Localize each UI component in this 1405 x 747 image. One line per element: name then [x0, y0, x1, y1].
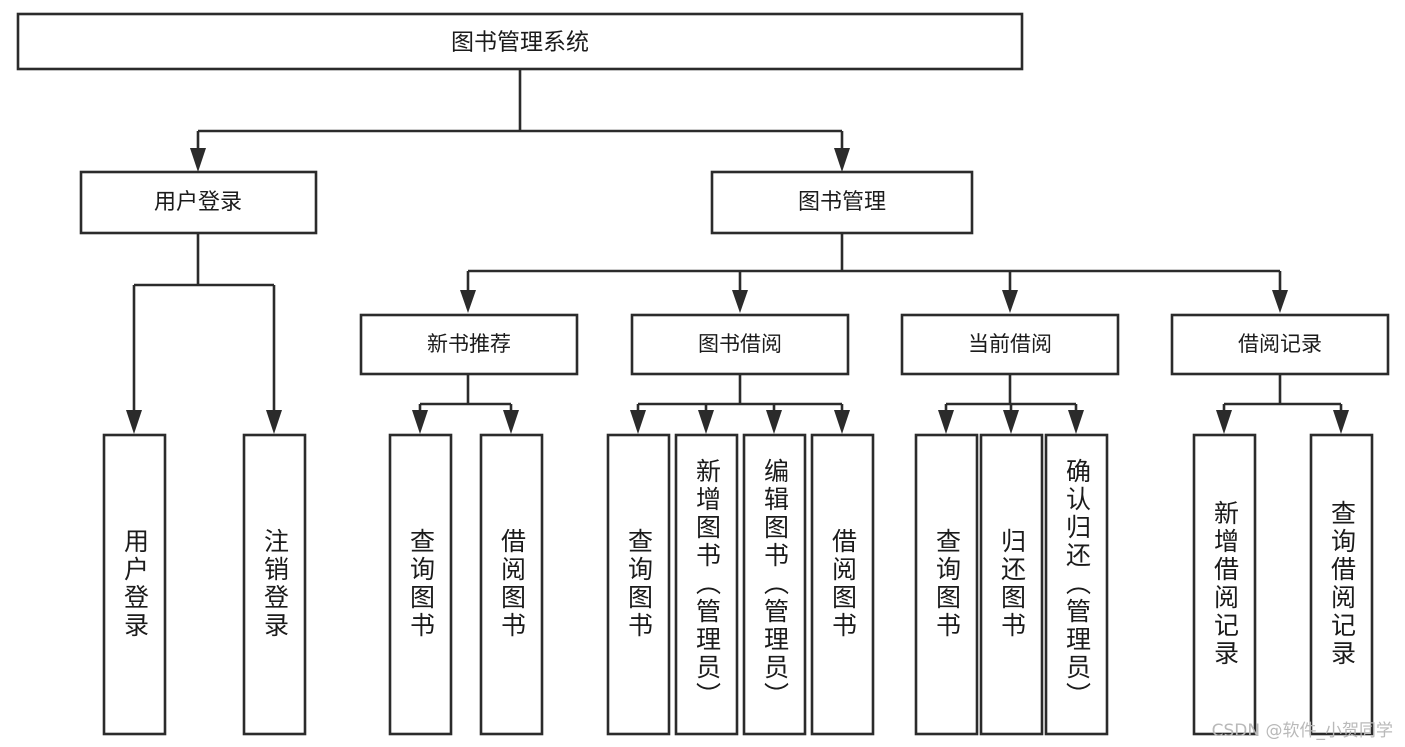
node-user-login-box[interactable]	[79, 170, 318, 235]
node-user-login[interactable]: 用户登录	[79, 170, 318, 235]
leaf-query-record-box[interactable]	[1309, 433, 1374, 736]
leaf-confirm-return[interactable]: 确认归还（管理员）	[1044, 433, 1109, 736]
arrow-head-confirm-return	[1068, 410, 1084, 434]
leaf-edit-book-label: 编辑图书（管理员）	[761, 458, 790, 710]
leaf-borrow-book-1[interactable]: 借阅图书	[479, 433, 544, 736]
leaf-query-book-2-box[interactable]	[606, 433, 671, 736]
node-book-manage-label: 图书管理	[798, 190, 886, 215]
arrow-head-current-borrow	[1002, 290, 1018, 313]
leaf-query-book-1-box[interactable]	[388, 433, 453, 736]
leaf-borrow-book-2-box[interactable]	[810, 433, 875, 736]
leaf-query-book-3-box[interactable]	[914, 433, 979, 736]
arrow-head-add-book	[698, 410, 714, 434]
leaf-query-book-1[interactable]: 查询图书	[388, 433, 453, 736]
leaf-edit-book[interactable]: 编辑图书（管理员）	[742, 433, 807, 736]
leaf-return-book[interactable]: 归还图书	[979, 433, 1044, 736]
leaf-query-book-1-label: 查询图书	[407, 528, 436, 640]
leaf-query-record-label: 查询借阅记录	[1328, 500, 1357, 668]
node-root[interactable]: 图书管理系统	[16, 12, 1024, 71]
leaf-query-book-3-label: 查询图书	[933, 528, 962, 640]
leaf-query-book-3[interactable]: 查询图书	[914, 433, 979, 736]
node-borrow-record-label: 借阅记录	[1238, 332, 1322, 356]
arrow-head-borrow-record	[1272, 290, 1288, 313]
leaf-user-logout[interactable]: 注销登录	[242, 433, 307, 736]
leaf-confirm-return-box[interactable]	[1044, 433, 1109, 736]
arrow-head-return-book	[1003, 410, 1019, 434]
arrow-head-user-login	[190, 148, 206, 172]
node-current-borrow-label: 当前借阅	[968, 332, 1052, 356]
node-borrow-record[interactable]: 借阅记录	[1170, 313, 1390, 376]
node-book-manage-box[interactable]	[710, 170, 974, 235]
leaf-query-record[interactable]: 查询借阅记录	[1309, 433, 1374, 736]
leaf-add-book[interactable]: 新增图书（管理员）	[674, 433, 739, 736]
node-new-book-rec-label: 新书推荐	[427, 332, 511, 356]
leaf-borrow-book-1-box[interactable]	[479, 433, 544, 736]
leaf-user-logout-box[interactable]	[242, 433, 307, 736]
leaf-borrow-book-2[interactable]: 借阅图书	[810, 433, 875, 736]
node-borrow-record-box[interactable]	[1170, 313, 1390, 376]
leaf-add-record-label: 新增借阅记录	[1211, 500, 1240, 668]
leaf-return-book-box[interactable]	[979, 433, 1044, 736]
node-new-book-rec-box[interactable]	[359, 313, 579, 376]
node-user-login-label: 用户登录	[154, 190, 242, 215]
arrow-head-book-manage	[834, 148, 850, 172]
node-new-book-rec[interactable]: 新书推荐	[359, 313, 579, 376]
leaf-user-logout-label: 注销登录	[261, 528, 290, 640]
node-book-borrow-label: 图书借阅	[698, 332, 782, 356]
leaf-add-book-label: 新增图书（管理员）	[693, 458, 722, 710]
leaf-query-book-2[interactable]: 查询图书	[606, 433, 671, 736]
leaf-borrow-book-1-label: 借阅图书	[498, 528, 527, 640]
arrow-head-query-record	[1333, 410, 1349, 434]
leaf-add-record-box[interactable]	[1192, 433, 1257, 736]
arrow-head-new-book-rec	[460, 290, 476, 313]
arrow-head-borrow-book-1	[503, 410, 519, 434]
node-book-borrow-box[interactable]	[630, 313, 850, 376]
node-book-manage[interactable]: 图书管理	[710, 170, 974, 235]
node-root-label: 图书管理系统	[451, 30, 589, 56]
leaf-add-record[interactable]: 新增借阅记录	[1192, 433, 1257, 736]
arrow-head-query-book-3	[938, 410, 954, 434]
csdn-watermark: CSDN @软件_小贺同学	[1211, 721, 1393, 741]
node-current-borrow[interactable]: 当前借阅	[900, 313, 1120, 376]
leaf-user-login-box[interactable]	[102, 433, 167, 736]
arrow-head-borrow-book-2	[834, 410, 850, 434]
arrow-head-query-book-2	[630, 410, 646, 434]
arrow-head-query-book-1	[412, 410, 428, 434]
leaf-user-login[interactable]: 用户登录	[102, 433, 167, 736]
leaf-confirm-return-label: 确认归还（管理员）	[1063, 458, 1092, 710]
leaf-borrow-book-2-label: 借阅图书	[829, 528, 858, 640]
leaf-add-book-box[interactable]	[674, 433, 739, 736]
leaf-return-book-label: 归还图书	[998, 528, 1027, 640]
leaf-edit-book-box[interactable]	[742, 433, 807, 736]
node-root-box[interactable]	[16, 12, 1024, 71]
node-current-borrow-box[interactable]	[900, 313, 1120, 376]
leaf-query-book-2-label: 查询图书	[625, 528, 654, 640]
arrow-head-add-record	[1216, 410, 1232, 434]
arrow-head-leaf-user-login	[126, 410, 142, 434]
arrow-head-leaf-user-logout	[266, 410, 282, 434]
arrow-head-book-borrow	[732, 290, 748, 313]
leaf-user-login-label: 用户登录	[121, 528, 150, 640]
connector-layer	[126, 69, 1349, 434]
node-book-borrow[interactable]: 图书借阅	[630, 313, 850, 376]
arrow-head-edit-book	[766, 410, 782, 434]
